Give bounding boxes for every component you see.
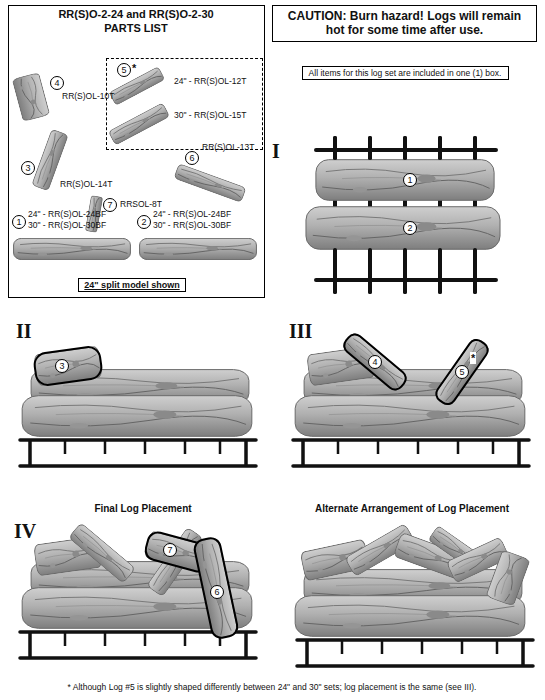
part-name: RRSOL-8T bbox=[120, 200, 162, 209]
box-text: CAUTION: Burn hazard! Logs will remain h… bbox=[279, 9, 530, 38]
log bbox=[295, 396, 525, 437]
callout-circle: 2 bbox=[403, 221, 417, 235]
callout-circle: 3 bbox=[21, 161, 35, 175]
panel-side-view bbox=[20, 523, 256, 658]
callout-number: 1 bbox=[407, 176, 412, 185]
panel-numeral: II bbox=[16, 320, 32, 342]
log bbox=[295, 596, 525, 637]
highlighted-log bbox=[193, 536, 239, 639]
part-name: 24" - RR(S)OL-24BF bbox=[153, 210, 231, 219]
callout-number: 6 bbox=[189, 154, 194, 163]
callout-number: 2 bbox=[407, 224, 412, 233]
callout-circle: 6 bbox=[185, 151, 199, 165]
callout-number: 4 bbox=[372, 358, 377, 367]
panel-alternate bbox=[295, 523, 533, 666]
panel-top-view bbox=[306, 138, 500, 292]
callout-number: 5 bbox=[121, 66, 126, 75]
callout-star: * bbox=[470, 352, 476, 364]
callout-circle: 4 bbox=[50, 76, 64, 90]
box-text: All items for this log set are included … bbox=[308, 68, 503, 78]
log bbox=[22, 396, 252, 437]
callout-number: 1 bbox=[16, 218, 21, 227]
callout-number: 7 bbox=[107, 201, 112, 210]
callout-circle: 7 bbox=[163, 543, 177, 557]
panel-side-view bbox=[20, 346, 256, 466]
parts-list-heading: RR(S)O-2-24 and RR(S)O-2-30 bbox=[9, 8, 263, 20]
log bbox=[316, 160, 494, 201]
callout-number: 4 bbox=[54, 79, 59, 88]
part-name: 30" - RR(S)OL-15T bbox=[174, 110, 262, 120]
log-piece bbox=[108, 103, 169, 145]
box-text: 24" split model shown bbox=[83, 280, 181, 290]
note-box: 24" split model shown bbox=[78, 278, 186, 292]
panel-side-view bbox=[293, 331, 529, 466]
callout-number: 7 bbox=[167, 546, 172, 555]
part-name: RR(S)OL-14T bbox=[60, 180, 112, 189]
callout-number: 3 bbox=[25, 164, 30, 173]
callout-circle: 5 bbox=[117, 63, 131, 77]
callout-number: 2 bbox=[141, 218, 146, 227]
highlighted-log bbox=[433, 337, 491, 407]
callout-circle: 5 bbox=[455, 365, 469, 379]
callout-circle: 1 bbox=[403, 173, 417, 187]
part-name: 24" - RR(S)OL-12T bbox=[174, 76, 262, 86]
footnote: * Although Log #5 is slightly shaped dif… bbox=[68, 683, 477, 692]
panel-numeral: I bbox=[272, 140, 280, 162]
parts-list-art bbox=[12, 67, 256, 260]
highlighted-log bbox=[341, 331, 409, 393]
log-piece bbox=[14, 238, 131, 259]
part-name: 30" - RR(S)OL-30BF bbox=[28, 221, 106, 230]
callout-number: 3 bbox=[59, 362, 64, 371]
part-name: RR(S)OL-13T bbox=[202, 143, 254, 152]
part-name: 24" - RR(S)OL-24BF bbox=[28, 210, 106, 219]
callout-circle: 2 bbox=[137, 215, 151, 229]
log bbox=[306, 207, 500, 250]
part-name: 30" - RR(S)OL-30BF bbox=[153, 221, 231, 230]
dashed-group-box: 5 24" - RR(S)OL-12T 30" - RR(S)OL-15T bbox=[106, 58, 263, 150]
grate-front bbox=[335, 138, 475, 292]
panel-numeral: IV bbox=[14, 520, 36, 542]
callout-circle: 1 bbox=[12, 215, 26, 229]
callout-circle: 3 bbox=[55, 359, 69, 373]
panel-numeral: III bbox=[289, 320, 312, 342]
log-piece bbox=[174, 164, 246, 203]
log-piece bbox=[140, 238, 257, 259]
parts-list-title: PARTS LIST bbox=[9, 22, 263, 34]
highlighted-log bbox=[33, 346, 103, 387]
caution-box: CAUTION: Burn hazard! Logs will remain h… bbox=[272, 5, 537, 42]
panel-title: Final Log Placement bbox=[94, 503, 191, 514]
panel-title: Alternate Arrangement of Log Placement bbox=[315, 503, 509, 514]
callout-number: 6 bbox=[214, 588, 219, 597]
part-name: RR(S)OL-10T bbox=[62, 92, 114, 101]
log-piece bbox=[12, 72, 49, 121]
log bbox=[68, 523, 135, 584]
callout-circle: 4 bbox=[368, 355, 382, 369]
callout-circle: 6 bbox=[210, 585, 224, 599]
callout-number: 5 bbox=[459, 368, 464, 377]
callout-star: * bbox=[132, 62, 136, 74]
log bbox=[486, 550, 530, 606]
note-box: All items for this log set are included … bbox=[302, 66, 509, 80]
